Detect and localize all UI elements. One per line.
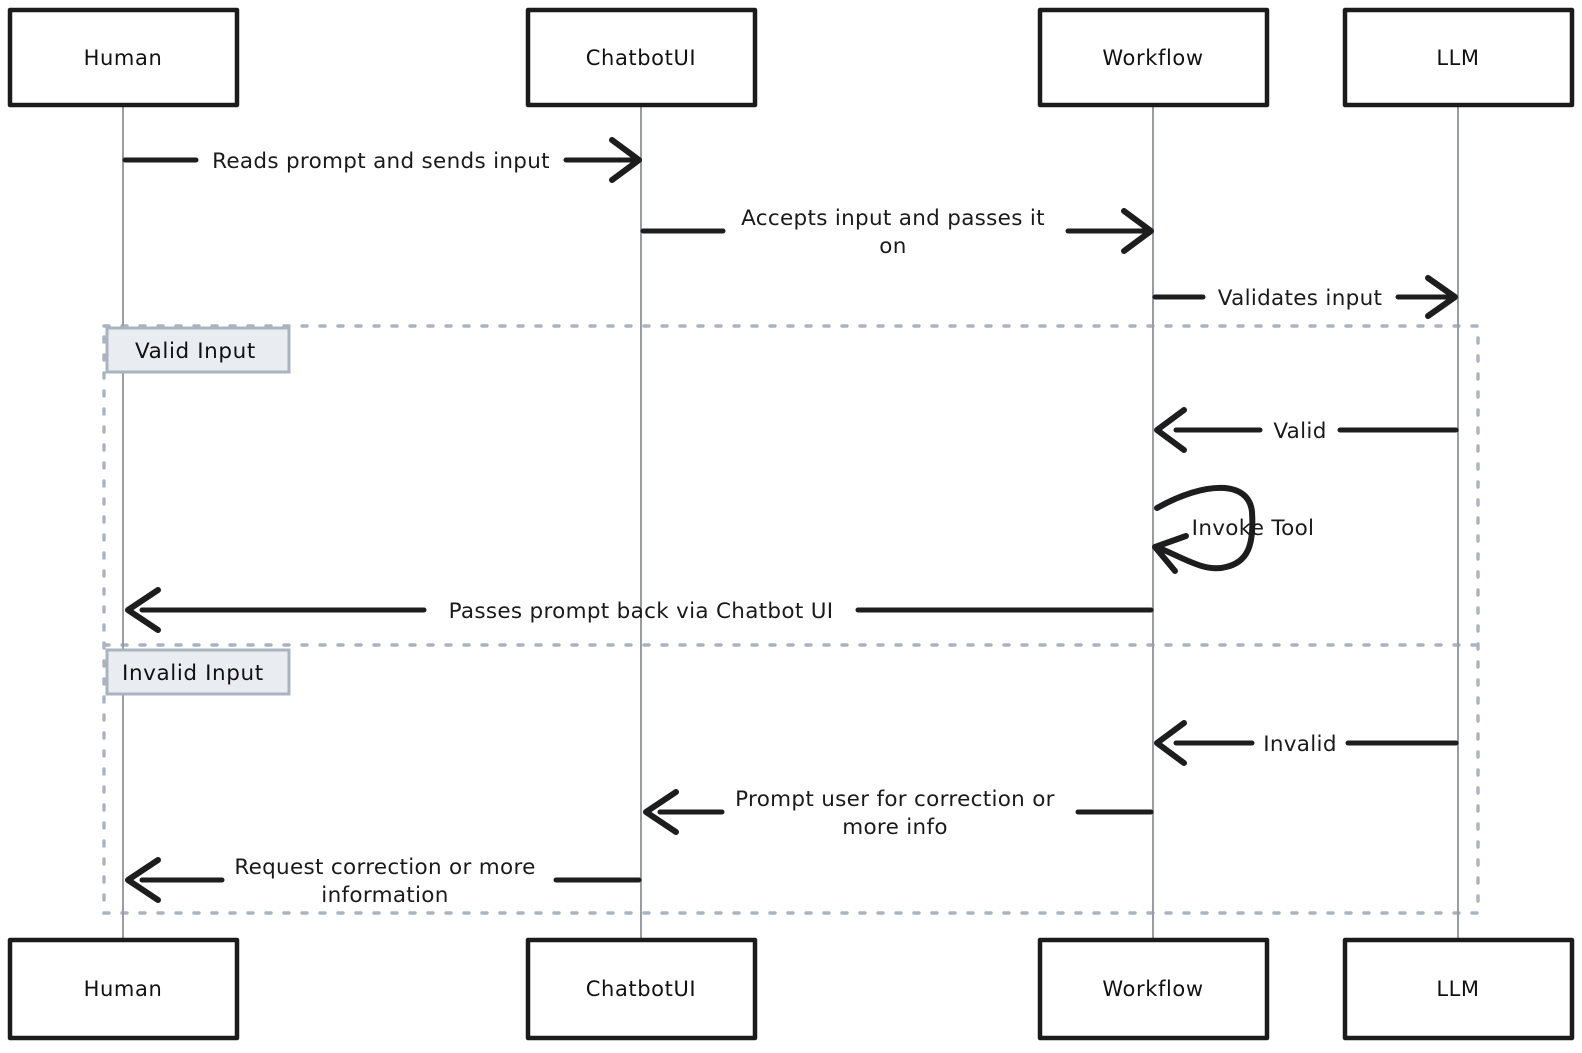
actor-llm-top[interactable]: LLM <box>1342 7 1575 108</box>
message-label: Reads prompt and sends input <box>212 149 550 174</box>
actor-box <box>525 7 758 108</box>
message-invoke-tool-self-loop: Invoke Tool <box>1152 484 1315 574</box>
message-label-line2: information <box>321 883 448 908</box>
message-accepts-input-and-passes-it-on: Accepts input and passes it on <box>640 206 1154 259</box>
fragment-tag-background <box>105 648 291 696</box>
message-label: Passes prompt back via Chatbot UI <box>449 599 834 624</box>
message-passes-prompt-back-via-chatbot-ui: Passes prompt back via Chatbot UI <box>125 587 1154 633</box>
actor-box <box>7 7 240 108</box>
actor-label: Human <box>84 46 163 70</box>
arrowhead-left-icon <box>1154 720 1187 766</box>
message-prompt-user-for-correction-or-more-info: Prompt user for correction or more info <box>643 787 1154 840</box>
actor-chatbotui-top[interactable]: ChatbotUI <box>525 7 758 108</box>
actor-box <box>1037 7 1270 108</box>
message-label: Invoke Tool <box>1192 516 1315 541</box>
fragment-tag-valid-input[interactable]: Valid Input <box>105 326 291 374</box>
fragment-tag-background <box>105 326 291 374</box>
actor-label: LLM <box>1436 46 1479 70</box>
actor-chatbotui-bottom[interactable]: ChatbotUI <box>525 937 758 1041</box>
arrowhead-left-icon <box>643 789 679 835</box>
arrowhead-left-icon <box>1154 407 1187 453</box>
message-label-line1: Prompt user for correction or <box>735 787 1055 812</box>
actor-label: Human <box>84 977 163 1001</box>
message-label-line1: Request correction or more <box>234 855 535 880</box>
arrowhead-left-icon <box>125 857 161 903</box>
message-valid: Valid <box>1154 407 1459 453</box>
actor-box <box>1037 937 1270 1041</box>
message-label-line2: more info <box>842 815 948 840</box>
fragment-tag-invalid-input[interactable]: Invalid Input <box>105 648 291 696</box>
message-label-line2: on <box>879 234 906 259</box>
message-label: Validates input <box>1218 286 1382 311</box>
arrowhead-right-icon <box>609 137 642 183</box>
message-label-line1: Accepts input and passes it <box>741 206 1045 231</box>
message-label: Valid <box>1273 419 1326 444</box>
arrowhead-right-icon <box>1425 275 1458 319</box>
actor-box <box>7 937 240 1041</box>
fragment-tag-label: Valid Input <box>135 339 256 364</box>
actor-human-top[interactable]: Human <box>7 7 240 108</box>
actor-llm-bottom[interactable]: LLM <box>1342 937 1575 1041</box>
actor-box <box>1342 937 1575 1041</box>
actor-label: ChatbotUI <box>586 977 696 1001</box>
message-reads-prompt-and-sends-input: Reads prompt and sends input <box>122 137 642 183</box>
actor-box <box>1342 7 1575 108</box>
fragment-tag-label: Invalid Input <box>122 661 264 686</box>
message-request-correction-or-more-information: Request correction or more information <box>125 855 642 908</box>
fragment-valid-input <box>102 324 1480 915</box>
arrowhead-left-icon <box>1152 533 1189 574</box>
actor-label: ChatbotUI <box>586 46 696 70</box>
fragment-outer-border <box>102 324 1480 915</box>
message-label: Invalid <box>1263 732 1337 757</box>
actor-label: Workflow <box>1102 46 1203 70</box>
actor-workflow-bottom[interactable]: Workflow <box>1037 937 1270 1041</box>
actor-box <box>525 937 758 1041</box>
actor-workflow-top[interactable]: Workflow <box>1037 7 1270 108</box>
arrowhead-right-icon <box>1121 208 1154 254</box>
message-invalid: Invalid <box>1154 720 1459 766</box>
arrowhead-left-icon <box>125 587 161 633</box>
message-validates-input: Validates input <box>1152 275 1458 319</box>
actor-label: LLM <box>1436 977 1479 1001</box>
self-loop-path <box>1154 484 1256 572</box>
actor-human-bottom[interactable]: Human <box>7 937 240 1041</box>
actor-label: Workflow <box>1102 977 1203 1001</box>
